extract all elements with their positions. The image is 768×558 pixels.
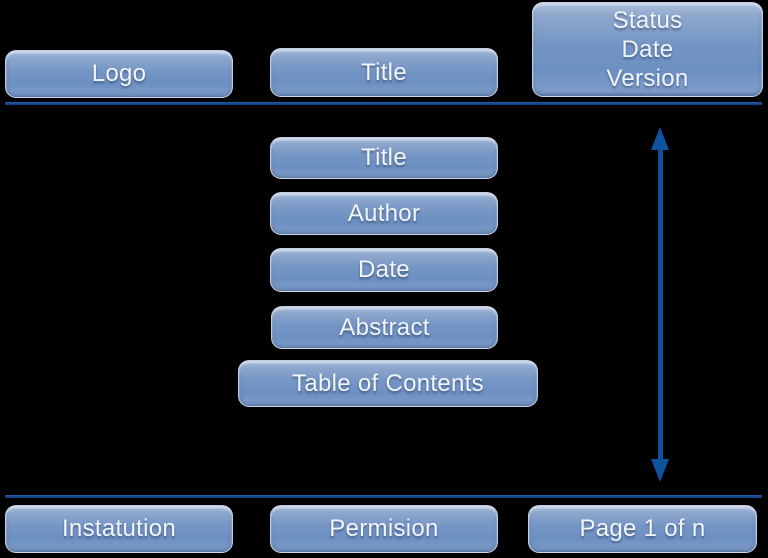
header-title-box: Title [270, 48, 498, 97]
author-label: Author [347, 199, 421, 227]
page-number-box: Page 1 of n [528, 505, 757, 553]
table-of-contents-label: Table of Contents [292, 369, 484, 397]
status-label: Status [612, 7, 683, 34]
logo-placeholder-box: Logo [5, 50, 233, 98]
header-title-label: Title [361, 58, 407, 86]
document-title-label: Title [361, 144, 407, 171]
table-of-contents-box: Table of Contents [238, 360, 538, 407]
version-label: Version [606, 65, 689, 92]
page-number-label: Page 1 of n [579, 515, 706, 542]
date-box-label: Date [358, 256, 410, 283]
date-box: Date [270, 248, 498, 292]
status-date-version-box: Status Date Version [532, 2, 763, 97]
institution-box: Instatution [5, 505, 233, 553]
document-title-box: Title [270, 137, 498, 179]
arrow-up-head-icon [651, 127, 669, 150]
abstract-label: Abstract [339, 313, 430, 341]
header-divider-line [5, 102, 762, 105]
footer-divider-line [5, 495, 762, 498]
permission-label: Permision [329, 515, 439, 542]
vertical-extent-arrow [658, 148, 663, 461]
abstract-box: Abstract [271, 306, 498, 349]
arrow-down-head-icon [651, 459, 669, 482]
institution-label: Instatution [61, 515, 177, 542]
date-label: Date [621, 36, 674, 63]
permission-box: Permision [270, 505, 498, 553]
author-box: Author [270, 192, 498, 235]
logo-label: Logo [91, 60, 147, 87]
